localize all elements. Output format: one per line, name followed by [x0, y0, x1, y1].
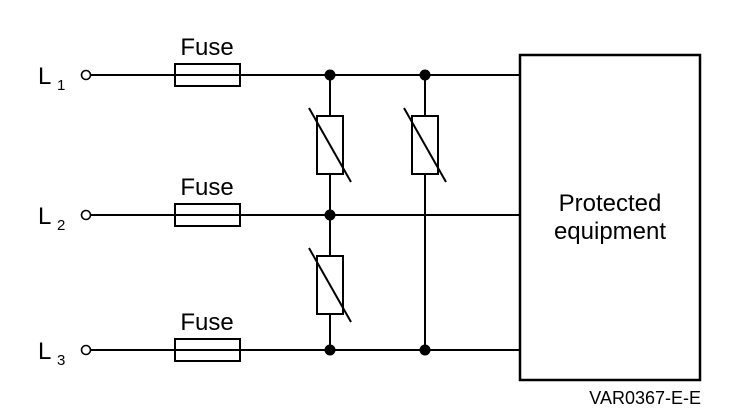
fuse-symbol-l2-icon	[174, 203, 241, 227]
junction-dot-icon	[324, 344, 336, 356]
varistor-2-slash	[308, 247, 352, 323]
phase-subscript-l1: 1	[57, 77, 65, 94]
protected-equipment-label-line2: equipment	[554, 218, 666, 245]
varistor-3-slash	[403, 107, 447, 183]
fuse-symbol-l3-icon	[174, 338, 241, 362]
junction-dot-icon	[324, 69, 336, 81]
terminal-l2-icon	[80, 209, 92, 221]
phase-label-l2: L	[38, 203, 51, 230]
protected-equipment-label-line1: Protected	[559, 190, 662, 217]
diagram-code: VAR0367-E-E	[589, 388, 701, 408]
phase-subscript-l2: 2	[57, 217, 65, 234]
fuse-label-l3: Fuse	[180, 309, 233, 336]
varistor-1-icon	[316, 115, 344, 175]
phase-subscript-l3: 3	[57, 352, 65, 369]
junction-dot-icon	[324, 209, 336, 221]
terminal-l1-icon	[80, 69, 92, 81]
terminal-l3-icon	[80, 344, 92, 356]
fuse-label-l1: Fuse	[180, 34, 233, 61]
varistor-1-slash	[308, 107, 352, 183]
fuse-symbol-l1-icon	[174, 63, 241, 87]
fuse-label-l2: Fuse	[180, 174, 233, 201]
junction-dot-icon	[419, 69, 431, 81]
phase-label-l1: L	[38, 63, 51, 90]
phase-label-l3: L	[38, 338, 51, 365]
protected-equipment-box	[518, 53, 702, 382]
junction-dot-icon	[419, 344, 431, 356]
